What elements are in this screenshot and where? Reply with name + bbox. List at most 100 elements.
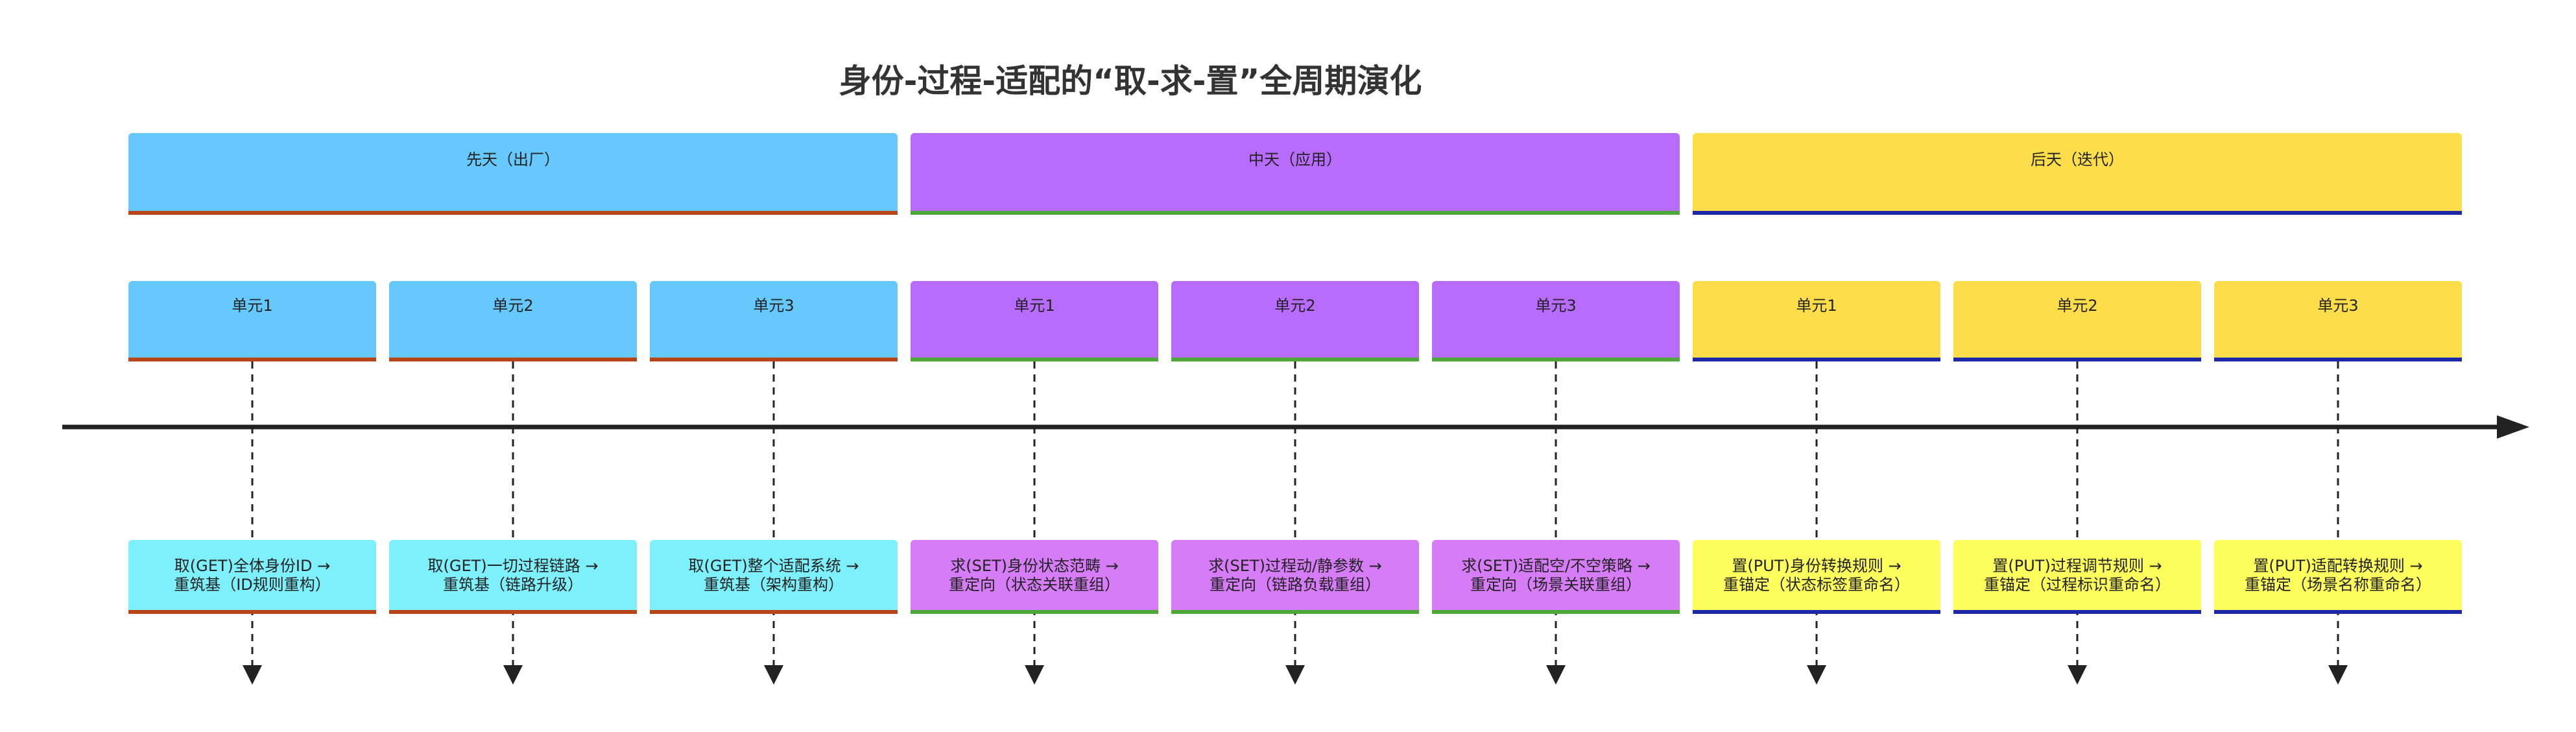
connector-lines — [243, 361, 2348, 685]
diagram-title: 身份-过程-适配的“取-求-置”全周期演化 — [839, 62, 1422, 100]
detail-box-6-fill — [1432, 540, 1680, 614]
unit-label: 单元2 — [1274, 297, 1315, 315]
detail-box-row: 取(GET)全体身份ID →重筑基（ID规则重构）取(GET)一切过程链路 →重… — [128, 540, 2462, 614]
phase-header-row: 先天（出厂） 中天（应用） 后天（迭代） — [128, 133, 2462, 215]
unit-header-9-accent-bar — [2214, 358, 2462, 361]
unit-label: 单元1 — [1014, 297, 1055, 315]
detail-text-line: 重定向（场景关联重组） — [1470, 576, 1641, 594]
detail-text-line: 重锚定（状态标签重命名） — [1723, 576, 1910, 594]
unit-header-4: 单元1 — [911, 281, 1158, 361]
detail-text-line: 重筑基（ID规则重构） — [174, 576, 331, 594]
unit-header-4-accent-bar — [911, 358, 1158, 361]
detail-text-line: 求(SET)身份状态范畴 → — [950, 557, 1119, 575]
unit-header-9: 单元3 — [2214, 281, 2462, 361]
detail-box-7-accent-bar — [1693, 610, 1940, 614]
phase-header-1-fill — [128, 133, 898, 215]
detail-box-1-accent-bar — [128, 610, 376, 614]
unit-header-2-fill — [389, 281, 637, 361]
detail-box-2: 取(GET)一切过程链路 →重筑基（链路升级） — [389, 540, 637, 614]
detail-box-4-fill — [911, 540, 1158, 614]
phase-header-2-accent-bar — [911, 211, 1680, 215]
unit-header-1-accent-bar — [128, 358, 376, 361]
detail-text-line: 求(SET)适配空/不空策略 → — [1461, 557, 1651, 575]
detail-text-line: 重定向（链路负载重组） — [1210, 576, 1381, 594]
detail-box-8-accent-bar — [1953, 610, 2201, 614]
detail-box-7-fill — [1693, 540, 1940, 614]
detail-box-1-fill — [128, 540, 376, 614]
unit-header-4-fill — [911, 281, 1158, 361]
unit-header-9-fill — [2214, 281, 2462, 361]
unit-header-7: 单元1 — [1693, 281, 1940, 361]
phase-label: 先天（出厂） — [466, 151, 560, 169]
detail-text-line: 重筑基（架构重构） — [704, 576, 844, 594]
unit-header-7-accent-bar — [1693, 358, 1940, 361]
phase-header-1: 先天（出厂） — [128, 133, 898, 215]
unit-label: 单元3 — [1535, 297, 1576, 315]
unit-header-8-accent-bar — [1953, 358, 2201, 361]
unit-header-1-fill — [128, 281, 376, 361]
unit-header-row: 单元1 单元2 单元3 单元1 单元2 单元3 单元1 单元2 单元3 — [128, 281, 2462, 361]
detail-box-1: 取(GET)全体身份ID →重筑基（ID规则重构） — [128, 540, 376, 614]
unit-header-1: 单元1 — [128, 281, 376, 361]
detail-box-9-accent-bar — [2214, 610, 2462, 614]
unit-header-5-accent-bar — [1171, 358, 1419, 361]
detail-text-line: 重筑基（链路升级） — [443, 576, 583, 594]
unit-label: 单元3 — [753, 297, 794, 315]
unit-header-6-fill — [1432, 281, 1680, 361]
unit-header-6: 单元3 — [1432, 281, 1680, 361]
unit-header-3: 单元3 — [650, 281, 898, 361]
unit-header-2-accent-bar — [389, 358, 637, 361]
unit-header-2: 单元2 — [389, 281, 637, 361]
detail-box-3: 取(GET)整个适配系统 →重筑基（架构重构） — [650, 540, 898, 614]
detail-text-line: 重锚定（场景名称重命名） — [2245, 576, 2431, 594]
detail-box-8-fill — [1953, 540, 2201, 614]
detail-box-4: 求(SET)身份状态范畴 →重定向（状态关联重组） — [911, 540, 1158, 614]
detail-box-2-accent-bar — [389, 610, 637, 614]
phase-label: 中天（应用） — [1248, 151, 1342, 169]
unit-label: 单元2 — [2057, 297, 2097, 315]
unit-header-3-accent-bar — [650, 358, 898, 361]
unit-header-8-fill — [1953, 281, 2201, 361]
detail-box-7: 置(PUT)身份转换规则 →重锚定（状态标签重命名） — [1693, 540, 1940, 614]
unit-label: 单元1 — [232, 297, 272, 315]
detail-box-2-fill — [389, 540, 637, 614]
unit-header-3-fill — [650, 281, 898, 361]
detail-box-9: 置(PUT)适配转换规则 →重锚定（场景名称重命名） — [2214, 540, 2462, 614]
detail-text-line: 置(PUT)过程调节规则 → — [1992, 557, 2162, 575]
detail-text-line: 取(GET)整个适配系统 → — [689, 557, 859, 575]
phase-header-2: 中天（应用） — [911, 133, 1680, 215]
phase-header-2-fill — [911, 133, 1680, 215]
unit-header-8: 单元2 — [1953, 281, 2201, 361]
unit-label: 单元1 — [1796, 297, 1837, 315]
timeline-axis-arrowhead — [2497, 415, 2529, 439]
detail-box-3-fill — [650, 540, 898, 614]
detail-text-line: 置(PUT)身份转换规则 → — [1732, 557, 1901, 575]
detail-text-line: 取(GET)全体身份ID → — [174, 557, 330, 575]
detail-box-9-fill — [2214, 540, 2462, 614]
detail-text-line: 重定向（状态关联重组） — [949, 576, 1120, 594]
phase-header-1-accent-bar — [128, 211, 898, 215]
detail-box-5-fill — [1171, 540, 1419, 614]
unit-header-5: 单元2 — [1171, 281, 1419, 361]
detail-text-line: 求(SET)过程动/静参数 → — [1208, 557, 1382, 575]
detail-box-3-accent-bar — [650, 610, 898, 614]
detail-box-5-accent-bar — [1171, 610, 1419, 614]
detail-box-6: 求(SET)适配空/不空策略 →重定向（场景关联重组） — [1432, 540, 1680, 614]
unit-label: 单元2 — [492, 297, 533, 315]
unit-header-6-accent-bar — [1432, 358, 1680, 361]
unit-header-5-fill — [1171, 281, 1419, 361]
phase-header-3-accent-bar — [1693, 211, 2462, 215]
detail-text-line: 置(PUT)适配转换规则 → — [2253, 557, 2422, 575]
phase-header-3: 后天（迭代） — [1693, 133, 2462, 215]
detail-box-5: 求(SET)过程动/静参数 →重定向（链路负载重组） — [1171, 540, 1419, 614]
detail-box-4-accent-bar — [911, 610, 1158, 614]
detail-text-line: 取(GET)一切过程链路 → — [428, 557, 599, 575]
detail-text-line: 重锚定（过程标识重命名） — [1984, 576, 2171, 594]
phase-label: 后天（迭代） — [2031, 151, 2124, 169]
detail-box-8: 置(PUT)过程调节规则 →重锚定（过程标识重命名） — [1953, 540, 2201, 614]
unit-label: 单元3 — [2317, 297, 2358, 315]
unit-header-7-fill — [1693, 281, 1940, 361]
detail-box-6-accent-bar — [1432, 610, 1680, 614]
phase-header-3-fill — [1693, 133, 2462, 215]
